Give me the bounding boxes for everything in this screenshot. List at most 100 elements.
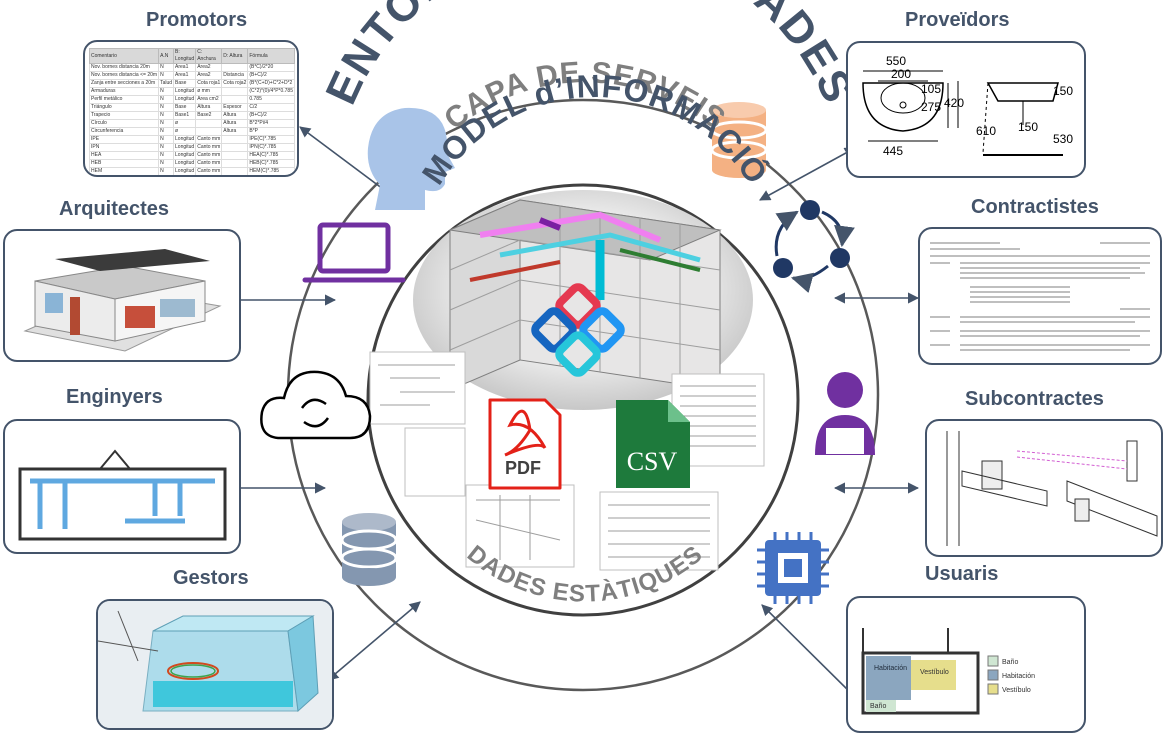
table-cell: Base [173,103,197,112]
table-header-cell: C: Anchura [195,48,223,64]
svg-text:610: 610 [976,124,996,138]
svg-text:420: 420 [944,96,964,110]
bim-building-model [413,190,753,410]
table-cell: Espesor [221,103,249,112]
pdf-file-icon [488,398,562,490]
connection-arrows [223,126,920,701]
role-label-subcontractes: Subcontractes [965,388,1104,410]
table-cell: N [158,119,175,128]
table-header-cell: A.N [158,48,175,64]
gestors-panel [96,599,334,730]
table-cell [221,151,249,160]
table-cell: Talud [158,79,175,88]
svg-text:445: 445 [883,144,903,158]
interop-logo-icon [531,283,625,377]
csv-label: CSV [627,447,678,476]
table-cell: Canto mm [195,143,223,152]
table-cell: N [158,151,175,160]
table-cell: Perfil metálico [88,95,160,104]
table-cell: Canto mm [195,167,223,175]
role-label-promotors: Promotors [146,9,248,31]
head-icon [367,107,455,210]
svg-text:200: 200 [891,67,911,81]
table-cell [195,127,223,136]
table-cell: (B*C)/2*20 [247,63,295,72]
table-header-cell: D: Altura [221,48,249,64]
arquitectes-panel [3,229,241,362]
cycle-icon [773,200,855,294]
sink-dimension-drawing: 550 200 105 275 420 445 150 610 150 530 [862,54,1073,158]
database-orange-icon [710,102,768,178]
table-header-cell: B: Longitud [173,48,197,64]
table-cell: HEB [88,159,160,168]
table-cell: Base1 [173,111,197,120]
table-cell: Longitud [173,159,197,168]
role-label-gestors: Gestors [173,567,249,589]
table-cell: Area cm2 [195,95,223,104]
table-cell: N [158,159,175,168]
gantt-document [369,351,466,425]
table-cell: IPN(C)*.785 [247,143,295,152]
table-cell: Canto mm [195,135,223,144]
table-cell: Area2 [195,63,223,72]
table-cell: ø [173,119,197,128]
role-label-contractistes: Contractistes [971,196,1099,218]
table-cell: (B+C)/2 [247,111,295,120]
room-label-habitacion: Habitación [874,665,907,672]
table-cell: Triángulo [88,103,160,112]
table-cell: N [158,167,175,175]
table-cell: B*2*Pi/4 [247,119,295,128]
pdf-label: PDF [505,458,541,478]
table-cell: Cota roja1 [195,79,223,88]
table-cell: 0.785 [247,95,295,104]
role-label-usuaris: Usuaris [925,563,999,585]
table-cell: N [158,135,175,144]
table-cell: IPE [88,135,160,144]
table-cell: HEA(C)*.785 [247,151,295,160]
usuaris-panel: Habitación Vestíbulo Baño Baño Habitació… [846,596,1086,733]
table-cell: Circunferencia [88,127,160,136]
legend-vestibulo: Vestíbulo [1002,687,1031,694]
plan-document [465,484,575,568]
table-cell: N [158,87,175,96]
legend-habitacion: Habitación [1002,673,1035,680]
table-header-cell: Fórmula [247,48,295,64]
table-cell: N [158,95,175,104]
table-cell [221,135,249,144]
legend-bano: Baño [1002,659,1018,666]
contractistes-panel [918,227,1162,365]
table-cell: IPN [88,143,160,152]
csv-file-icon [616,400,690,488]
table-cell: Cota roja2 [221,79,249,88]
table-cell: Longitud [173,87,197,96]
table-cell: N [158,127,175,136]
drawing-document [404,427,466,497]
table-cell: ø [173,127,197,136]
svg-text:150: 150 [1053,84,1073,98]
table-header-cell: Comentario [88,48,160,64]
budget-document [930,242,1150,351]
svg-text:550: 550 [886,54,906,68]
table-cell: Altura [195,103,223,112]
svg-text:530: 530 [1053,132,1073,146]
house-model-image [23,249,222,352]
table-cell: Canto mm [195,159,223,168]
svg-text:275: 275 [921,100,941,114]
table-cell: HEM [88,167,160,175]
table-cell: HEB(C)*.785 [247,159,295,168]
table-cell: HEA [88,151,160,160]
table-cell: Nov. bornes distancia <= 20m [88,71,160,80]
svg-text:150: 150 [1018,120,1038,134]
